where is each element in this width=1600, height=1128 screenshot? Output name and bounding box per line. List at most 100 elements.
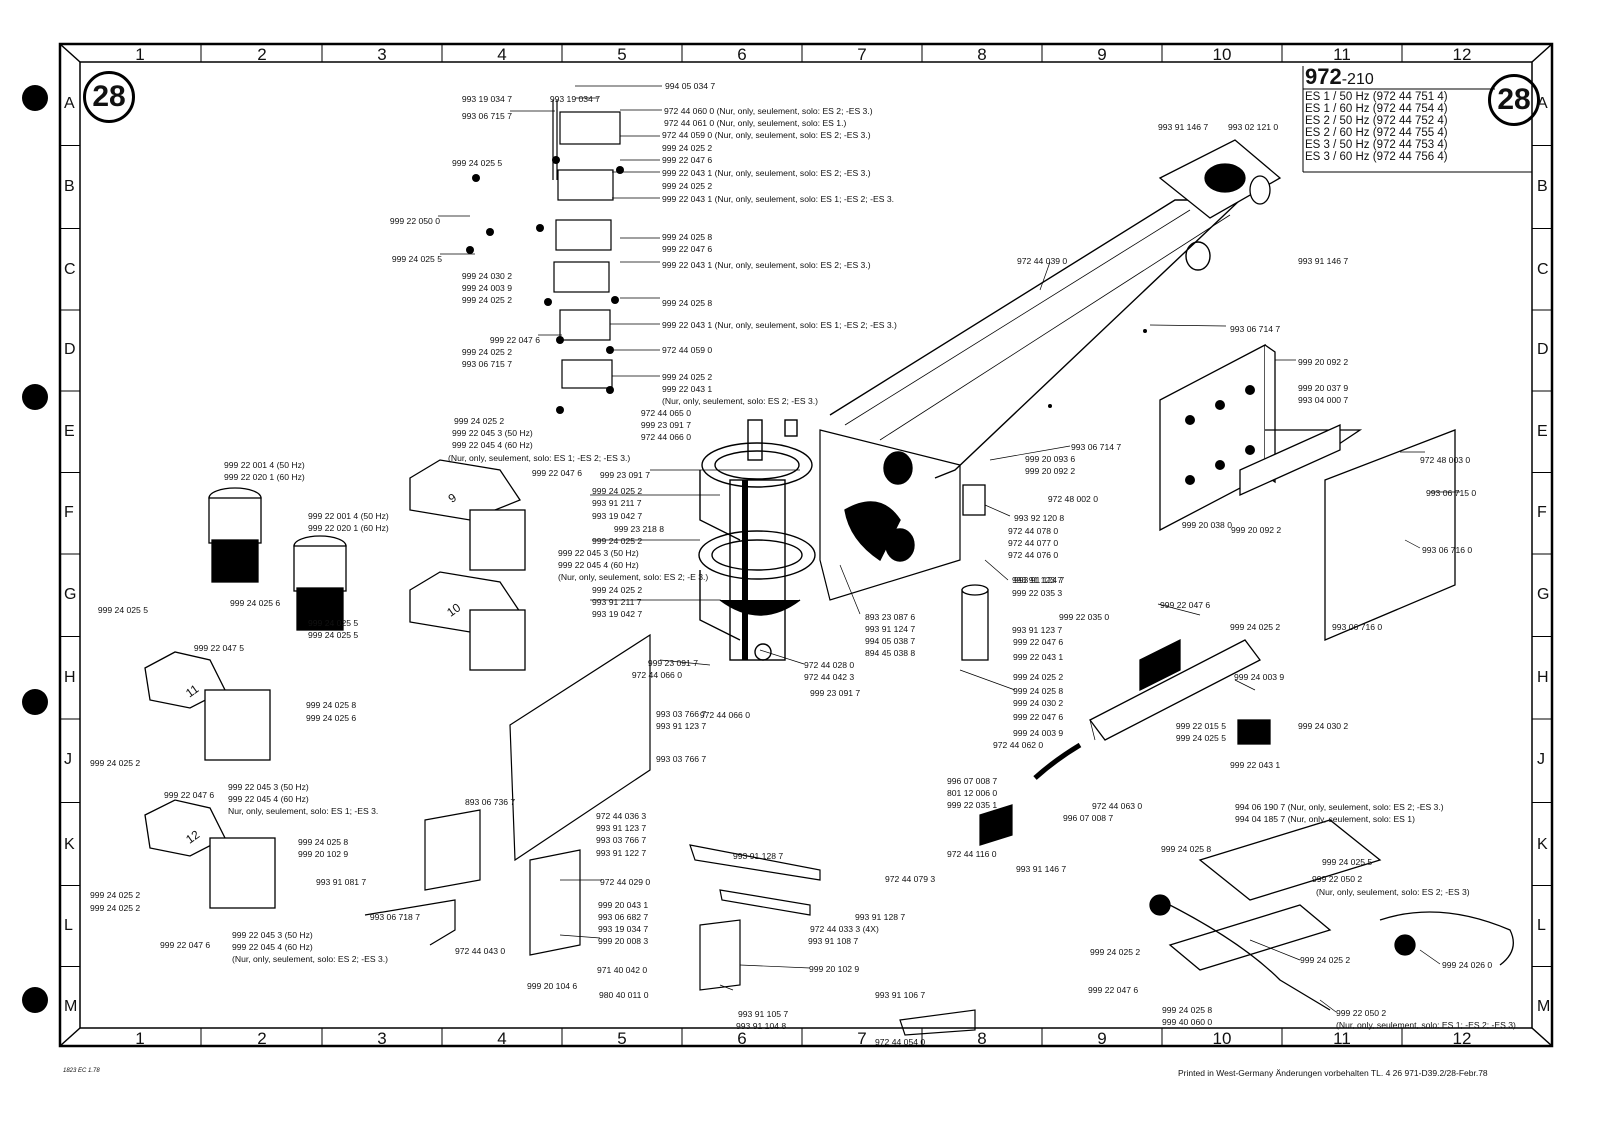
part-callout: 999 24 025 2	[592, 486, 643, 496]
part-callout: 999 24 025 2	[662, 181, 713, 191]
part-callout: 999 22 047 6	[662, 155, 713, 165]
part-callout: 993 03 766 7	[656, 754, 707, 764]
part-callout: 999 20 092 2	[1298, 357, 1349, 367]
part-callout: 993 03 766 7	[656, 709, 707, 719]
part-callout: 999 23 091 7	[647, 658, 698, 668]
part-callout: 993 91 123 7	[1012, 575, 1063, 585]
part-callout: 999 22 043 1 (Nur, only, seulement, solo…	[662, 320, 897, 330]
binder-hole	[22, 85, 48, 111]
part-callout: 972 44 079 3	[885, 874, 936, 884]
part-callout: 993 91 108 7	[808, 936, 859, 946]
part-callout: 996 07 008 7	[1063, 813, 1114, 823]
part-callout: 972 44 065 0	[640, 408, 691, 418]
part-callout: 999 23 091 7	[599, 470, 650, 480]
leader-line	[1419, 949, 1441, 965]
part-callout: 993 91 124 7	[1014, 575, 1065, 585]
part-callout: 999 22 001 4 (50 Hz)	[308, 511, 389, 521]
part-callout: 993 91 211 7	[592, 597, 642, 607]
grid-column-label: 4	[497, 45, 507, 64]
grid-row-label: A	[64, 95, 75, 112]
part-callout: 999 22 035 3	[1012, 588, 1063, 598]
grid-column-label: 10	[1212, 1029, 1232, 1048]
part-callout: 801 12 006 0	[947, 788, 998, 798]
part-callout: 993 91 146 7	[1298, 256, 1349, 266]
part-callout: 993 91 105 7	[738, 1009, 789, 1019]
part-callout: 999 22 047 6	[489, 335, 540, 345]
part-callout: 999 22 047 5	[193, 643, 244, 653]
grid-column-label: 11	[1333, 1029, 1351, 1048]
grid-row-label: J	[1537, 751, 1545, 768]
part-callout: 994 04 185 7 (Nur, only, seulement, solo…	[1235, 814, 1415, 824]
grid-column-label: 1	[135, 1029, 145, 1048]
part-callout: 999 20 092 2	[1025, 466, 1076, 476]
part-callout: 972 48 002 0	[1047, 494, 1098, 504]
part-callout: 999 24 025 5	[308, 630, 359, 640]
part-callout: 999 24 025 2	[662, 372, 713, 382]
part-callout: 999 24 025 2	[461, 295, 512, 305]
part-callout: 972 44 063 0	[1092, 801, 1143, 811]
grid-row-label: M	[1537, 998, 1551, 1015]
part-callout: (Nur, only, seulement, solo: ES 2; -ES 3…	[1316, 887, 1470, 897]
leader-line	[559, 934, 601, 939]
binder-hole	[22, 987, 48, 1013]
grid-column-label: 3	[377, 1029, 387, 1048]
part-callout: 993 06 718 7	[369, 912, 420, 922]
binder-hole	[22, 689, 48, 715]
part-callout: 999 22 045 4 (60 Hz)	[228, 794, 309, 804]
grid-row-label: B	[64, 178, 75, 195]
part-callout: 999 20 104 6	[527, 981, 578, 991]
sheet-number-badge: 28	[1488, 74, 1540, 126]
grid-row-label: K	[64, 836, 75, 853]
part-callout: 994 05 038 7	[865, 636, 916, 646]
part-callout: 999 22 043 1	[1230, 760, 1281, 770]
part-callout: 993 06 716 0	[1422, 545, 1473, 555]
leader-line	[659, 659, 711, 666]
part-callout: 999 22 045 4 (60 Hz)	[558, 560, 639, 570]
part-callout: 999 22 047 6	[662, 244, 713, 254]
part-callout: (Nur, only, seulement, solo: ES 2; -E 3.…	[558, 572, 709, 582]
grid-row-label: F	[1537, 504, 1547, 521]
part-callout: 999 22 047 6	[1013, 637, 1064, 647]
part-callout: 999 20 037 9	[1298, 383, 1349, 393]
grid-column-label: 9	[1097, 1029, 1107, 1048]
grid-row-label: D	[1537, 341, 1549, 358]
leader-line	[984, 559, 1009, 581]
part-callout: 999 22 001 4 (50 Hz)	[224, 460, 305, 470]
grid-row-label: J	[64, 751, 72, 768]
leader-line	[1039, 261, 1051, 291]
part-callout: 999 24 025 8	[662, 232, 713, 242]
part-callout: 993 06 714 7	[1071, 442, 1122, 452]
part-callout: 999 22 050 2	[1312, 874, 1363, 884]
part-callout: 993 06 715 0	[1426, 488, 1477, 498]
part-callout: 999 22 045 3 (50 Hz)	[452, 428, 533, 438]
part-callout: Nur, only, seulement, solo: ES 1; -ES 3.	[228, 806, 379, 816]
outer-frame	[58, 42, 1554, 1048]
part-callout: 999 40 060 0	[1162, 1017, 1213, 1027]
variant-line: ES 2 / 60 Hz (972 44 755 4)	[1305, 127, 1448, 139]
part-callout: 972 44 029 0	[600, 877, 651, 887]
part-callout: 999 24 030 2	[461, 271, 512, 281]
part-callout: 999 22 020 1 (60 Hz)	[308, 523, 389, 533]
grid-row-label: E	[64, 423, 75, 440]
part-callout: (Nur, only, seulement, solo: ES 1; -ES 2…	[448, 453, 631, 463]
part-callout: 972 44 054 0	[875, 1037, 926, 1047]
leader-line	[1249, 939, 1301, 961]
part-callout: 999 24 025 2	[1013, 672, 1064, 682]
part-callout: 999 24 025 2	[90, 903, 141, 913]
part-callout: 972 44 061 0 (Nur, only, seulement, solo…	[664, 118, 847, 128]
leader-line	[1319, 999, 1337, 1013]
drawing-number: 972-210	[1305, 64, 1374, 89]
part-callout: 999 20 102 9	[809, 964, 860, 974]
grid-row-label: C	[64, 261, 76, 278]
part-callout: 999 24 025 8	[662, 298, 713, 308]
part-callout: 999 23 218 8	[613, 524, 664, 534]
part-callout: 999 20 092 2	[1231, 525, 1282, 535]
part-callout: 999 24 025 5	[97, 605, 148, 615]
part-callout: 972 44 060 0 (Nur, only, seulement, solo…	[664, 106, 873, 116]
part-callout: 999 22 047 6	[531, 468, 582, 478]
grid-row-label: F	[64, 504, 74, 521]
grid-column-label: 11	[1333, 45, 1351, 64]
grid-column-label: 3	[377, 45, 387, 64]
part-callout: 999 24 025 6	[306, 713, 357, 723]
